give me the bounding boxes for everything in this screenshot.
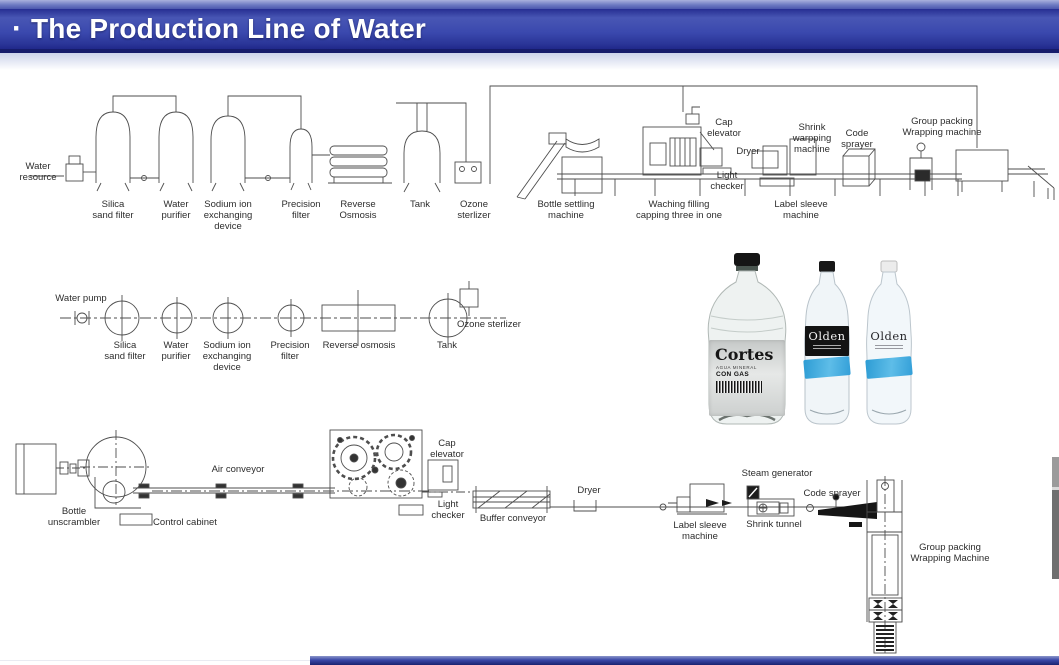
label-reverse-osmosis-2: Reverse osmosis <box>322 340 396 351</box>
title-bullet: · <box>12 12 22 45</box>
bottle-cortes: Cortes AGUA MINERAL CON GAS <box>703 252 791 430</box>
olden-light-brand-text: Olden <box>870 329 908 343</box>
label-sodium-ion-device-2: Sodium ion exchanging device <box>202 340 252 374</box>
label-group-packing: Group packing Wrapping machine <box>902 116 982 139</box>
olden-light-label: Olden <box>865 326 913 379</box>
label-tank-2: Tank <box>436 340 458 351</box>
label-bottle-unscrambler: Bottle unscrambler <box>47 506 101 529</box>
label-label-sleeve: Label sleeve machine <box>774 199 828 222</box>
label-dryer: Dryer <box>736 146 760 157</box>
label-ozone-sterlizer-2: Ozone sterlizer <box>457 319 521 330</box>
top-line-diagram <box>30 85 1055 200</box>
scrollbar-gap <box>1052 487 1059 490</box>
bottom-accent-bar <box>310 656 1059 665</box>
label-tank: Tank <box>409 199 431 210</box>
label-buffer-conveyor: Buffer conveyor <box>479 513 547 524</box>
label-air-conveyor: Air conveyor <box>211 464 265 475</box>
cortes-brand-text: Cortes <box>715 345 774 364</box>
label-control-cabinet: Control cabinet <box>153 517 217 528</box>
label-silica-sand-filter: Silica sand filter <box>92 199 134 222</box>
label-shrink-wrapping: Shrink warpping machine <box>792 122 832 156</box>
label-ozone-sterlizer: Ozone sterlizer <box>457 199 491 222</box>
scrollbar-track[interactable] <box>1052 457 1059 487</box>
page-title: The Production Line of Water <box>31 13 427 44</box>
label-washing-filling: Waching filling capping three in one <box>635 199 723 222</box>
bottle-olden-dark: Olden <box>798 260 856 428</box>
label-dryer-2: Dryer <box>577 485 601 496</box>
label-bottle-settling: Bottle settling machine <box>537 199 595 222</box>
cortes-subtext: AGUA MINERAL <box>716 365 757 370</box>
olden-dark-label: Olden <box>803 326 851 379</box>
label-sodium-ion-device: Sodium ion exchanging device <box>203 199 253 233</box>
label-water-resource: Water resource <box>19 161 57 184</box>
bottom-line-diagram <box>15 429 903 660</box>
label-shrink-tunnel: Shrink tunnel <box>746 519 802 530</box>
barcode <box>716 381 762 393</box>
label-steam-generator: Steam generator <box>741 468 813 479</box>
label-precision-filter: Precision filter <box>281 199 321 222</box>
label-group-packing-2: Group packing Wrapping Machine <box>910 542 990 565</box>
label-code-sprayer: Code sprayer <box>841 128 873 151</box>
header-top-strip <box>0 0 1059 9</box>
label-cap-elevator: Cap elevator <box>707 117 741 140</box>
scrollbar[interactable] <box>1052 457 1059 579</box>
label-water-purifier-2: Water purifier <box>161 340 191 363</box>
scrollbar-thumb[interactable] <box>1052 490 1059 579</box>
header-fade <box>0 53 1059 70</box>
label-reverse-osmosis: Reverse Osmosis <box>339 199 377 222</box>
label-precision-filter-2: Precision filter <box>270 340 310 363</box>
label-light-checker-2: Light checker <box>431 499 465 522</box>
cortes-type-text: CON GAS <box>716 371 750 378</box>
cortes-label: Cortes AGUA MINERAL CON GAS <box>709 340 785 416</box>
olden-dark-brand-text: Olden <box>808 329 846 343</box>
label-light-checker: Light checker <box>710 170 744 193</box>
label-water-pump: Water pump <box>55 293 107 304</box>
bottle-olden-light: Olden <box>860 260 918 428</box>
label-cap-elevator-2: Cap elevator <box>430 438 464 461</box>
label-water-purifier: Water purifier <box>161 199 191 222</box>
olden-light-blue-stripe <box>865 356 913 379</box>
middle-flow-diagram <box>60 281 506 346</box>
label-label-sleeve-2: Label sleeve machine <box>673 520 727 543</box>
title-bar: · The Production Line of Water <box>0 9 1059 53</box>
label-code-sprayer-2: Code sprayer <box>803 488 861 499</box>
olden-dark-blue-stripe <box>803 356 851 379</box>
bottom-divider-line <box>0 660 310 661</box>
label-silica-sand-filter-2: Silica sand filter <box>104 340 146 363</box>
